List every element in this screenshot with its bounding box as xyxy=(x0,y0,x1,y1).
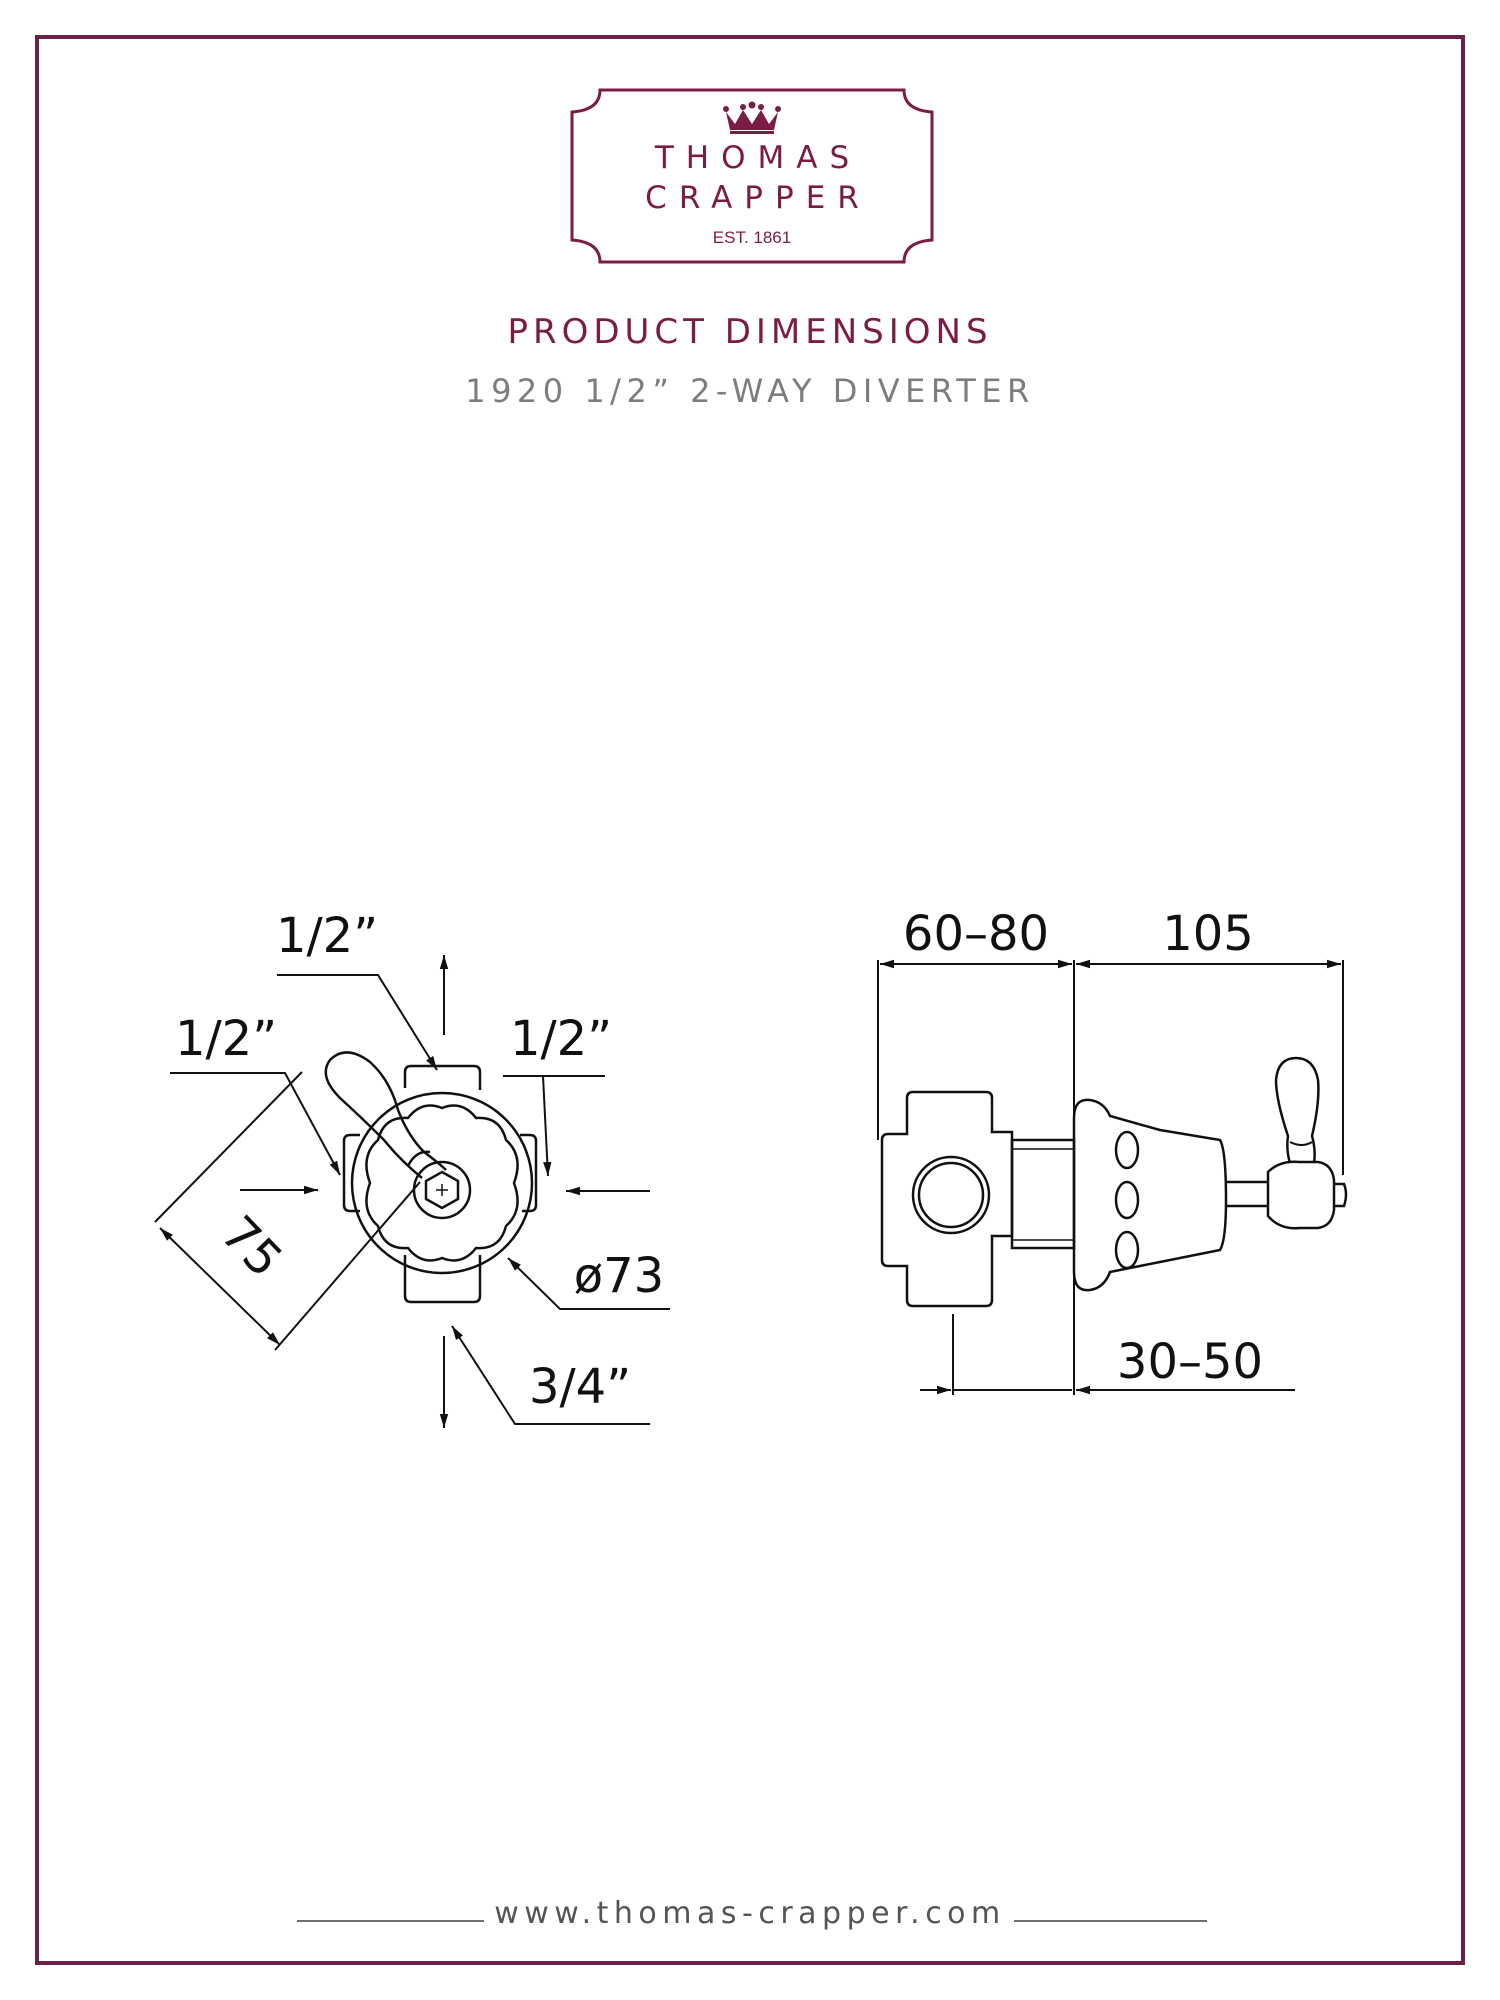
spindle-hex xyxy=(424,1170,460,1210)
lever-handle xyxy=(324,1051,447,1179)
dim-diameter: ø73 xyxy=(574,1248,664,1304)
side-view xyxy=(880,1056,1348,1308)
page-frame xyxy=(35,35,1465,1965)
valve-body-side xyxy=(880,1090,1014,1308)
logo-badge xyxy=(570,88,934,264)
crown-icon xyxy=(723,101,781,134)
escutcheon-scalloped xyxy=(365,1104,519,1262)
front-view-dimensions xyxy=(154,955,670,1428)
brand-name-line1: THOMAS xyxy=(654,140,862,176)
front-view xyxy=(324,1051,538,1304)
dim-left-inlet: 1/2” xyxy=(175,1011,277,1067)
dim-projection: 105 xyxy=(1162,906,1254,962)
brand-name-line2: CRAPPER xyxy=(645,180,871,216)
sleeve xyxy=(1010,1138,1076,1250)
dim-right-inlet: 1/2” xyxy=(510,1011,612,1067)
footer-rule-left xyxy=(297,1920,484,1922)
side-view-dimensions xyxy=(877,959,1344,1395)
plate-scallop-3 xyxy=(1114,1230,1140,1270)
stem xyxy=(1226,1180,1268,1208)
front-view-labels: 1/2” 1/2” 1/2” 75 ø73 3/4” xyxy=(175,908,664,1415)
lever-collar xyxy=(406,1150,431,1167)
escutcheon-side xyxy=(1072,1098,1228,1292)
footer-rule-right xyxy=(1014,1920,1207,1922)
page-title: PRODUCT DIMENSIONS xyxy=(507,312,993,352)
plate-scallop-1 xyxy=(1114,1130,1140,1170)
inlet-port-outer xyxy=(911,1155,991,1235)
lever-handle-side xyxy=(1274,1056,1320,1164)
dim-diagonal: 75 xyxy=(210,1205,293,1288)
spindle-cross xyxy=(436,1184,448,1196)
valve-body-outline xyxy=(342,1064,538,1304)
dim-plate-depth: 30–50 xyxy=(1117,1334,1263,1390)
escutcheon-outer xyxy=(350,1091,534,1275)
brand-logo: THOMAS CRAPPER EST. 1861 xyxy=(570,88,934,264)
plate-scallop-2 xyxy=(1114,1180,1140,1220)
handle-hub xyxy=(1266,1160,1336,1230)
side-view-labels: 60–80 105 30–50 xyxy=(903,906,1263,1390)
product-name: 1920 1/2” 2-WAY DIVERTER xyxy=(465,372,1035,410)
footer-website: www.thomas-crapper.com xyxy=(494,1896,1006,1931)
brand-established: EST. 1861 xyxy=(712,228,792,247)
dim-body-depth: 60–80 xyxy=(903,906,1049,962)
handle-cap xyxy=(1334,1182,1348,1208)
inlet-port-inner xyxy=(917,1161,985,1229)
dim-top-inlet: 1/2” xyxy=(276,908,378,964)
dim-bottom-outlet: 3/4” xyxy=(529,1359,631,1415)
